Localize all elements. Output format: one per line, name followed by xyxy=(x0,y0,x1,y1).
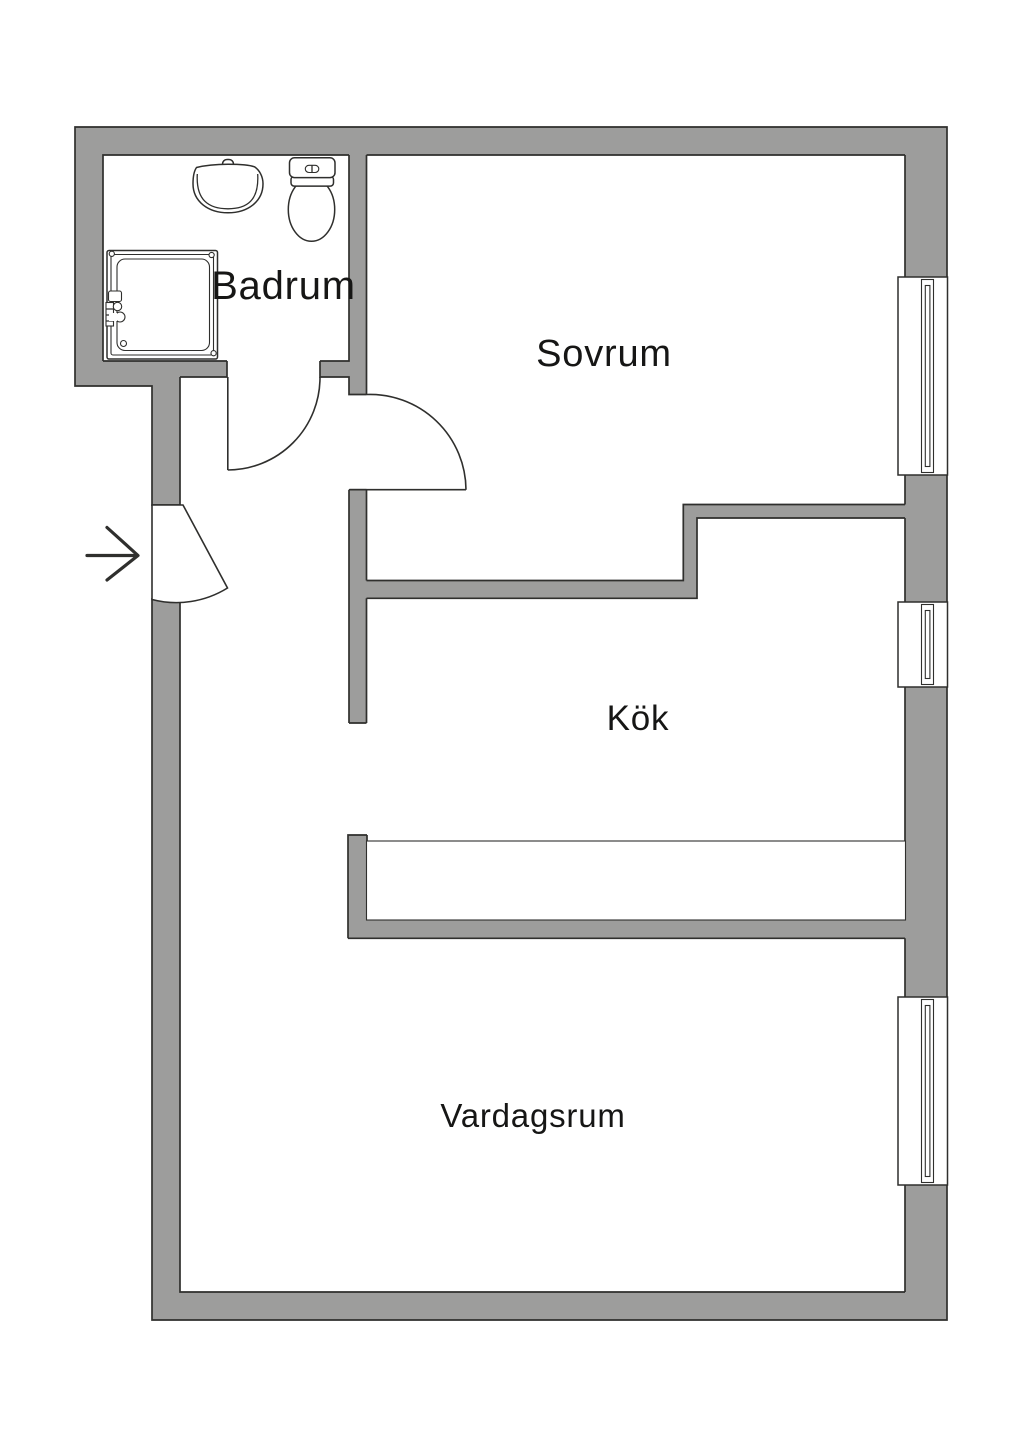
window-3 xyxy=(897,996,949,1186)
window-2 xyxy=(897,601,949,688)
kitchen-counter xyxy=(365,840,907,921)
room-labels: Badrum Sovrum Kök Vardagsrum xyxy=(211,264,672,1134)
windows xyxy=(897,276,949,1186)
room-label-kok: Kök xyxy=(607,699,670,738)
entrance-door-swing xyxy=(151,504,229,604)
shower-mixer xyxy=(105,290,126,327)
entrance xyxy=(85,504,229,604)
wall-kitchen-living-stub xyxy=(348,835,367,938)
wall-left-lower-b xyxy=(152,599,180,1320)
outline-hall xyxy=(152,377,905,1293)
wall-left-upper xyxy=(75,127,103,386)
wall-right-seg1 xyxy=(905,155,947,277)
wall-bath-south-right xyxy=(320,361,349,377)
wall-right-seg2 xyxy=(905,475,947,602)
toilet-bowl xyxy=(287,176,336,243)
outline-outer xyxy=(74,126,948,1321)
walls xyxy=(75,127,947,1320)
wall-hall-kitchen xyxy=(349,489,367,723)
toilet xyxy=(287,157,336,243)
wall-left-lower-a xyxy=(152,361,180,505)
wall-right-seg4 xyxy=(905,1185,947,1292)
window-1 xyxy=(897,276,949,476)
wall-bottom xyxy=(152,1292,947,1320)
wall-bath-south-left xyxy=(103,361,227,377)
wall-top xyxy=(75,127,947,155)
doors xyxy=(227,376,467,491)
washbasin-bowl xyxy=(192,163,264,214)
shower-cabin xyxy=(105,249,219,360)
entrance-arrow-icon xyxy=(85,525,140,582)
room-label-badrum: Badrum xyxy=(211,264,356,308)
room-label-vardagsrum: Vardagsrum xyxy=(440,1097,625,1134)
wall-right-seg3 xyxy=(905,687,947,997)
outline-bedroom-kitchen-wall xyxy=(366,503,905,600)
wall-kitchen-living-bar xyxy=(348,920,906,939)
bathroom-door-swing xyxy=(227,376,321,471)
wall-bath-bedroom xyxy=(349,155,367,395)
shower-drain xyxy=(119,339,128,348)
outline-badrum xyxy=(102,154,905,396)
wall-bedroom-kitchen xyxy=(366,504,906,599)
outline-kitchen-living-wall xyxy=(347,834,905,940)
room-label-sovrum: Sovrum xyxy=(536,333,672,375)
washbasin-inner-line xyxy=(196,173,259,210)
washbasin xyxy=(192,158,264,214)
wall-outlines xyxy=(74,126,948,1321)
bedroom-door-swing xyxy=(350,393,467,491)
